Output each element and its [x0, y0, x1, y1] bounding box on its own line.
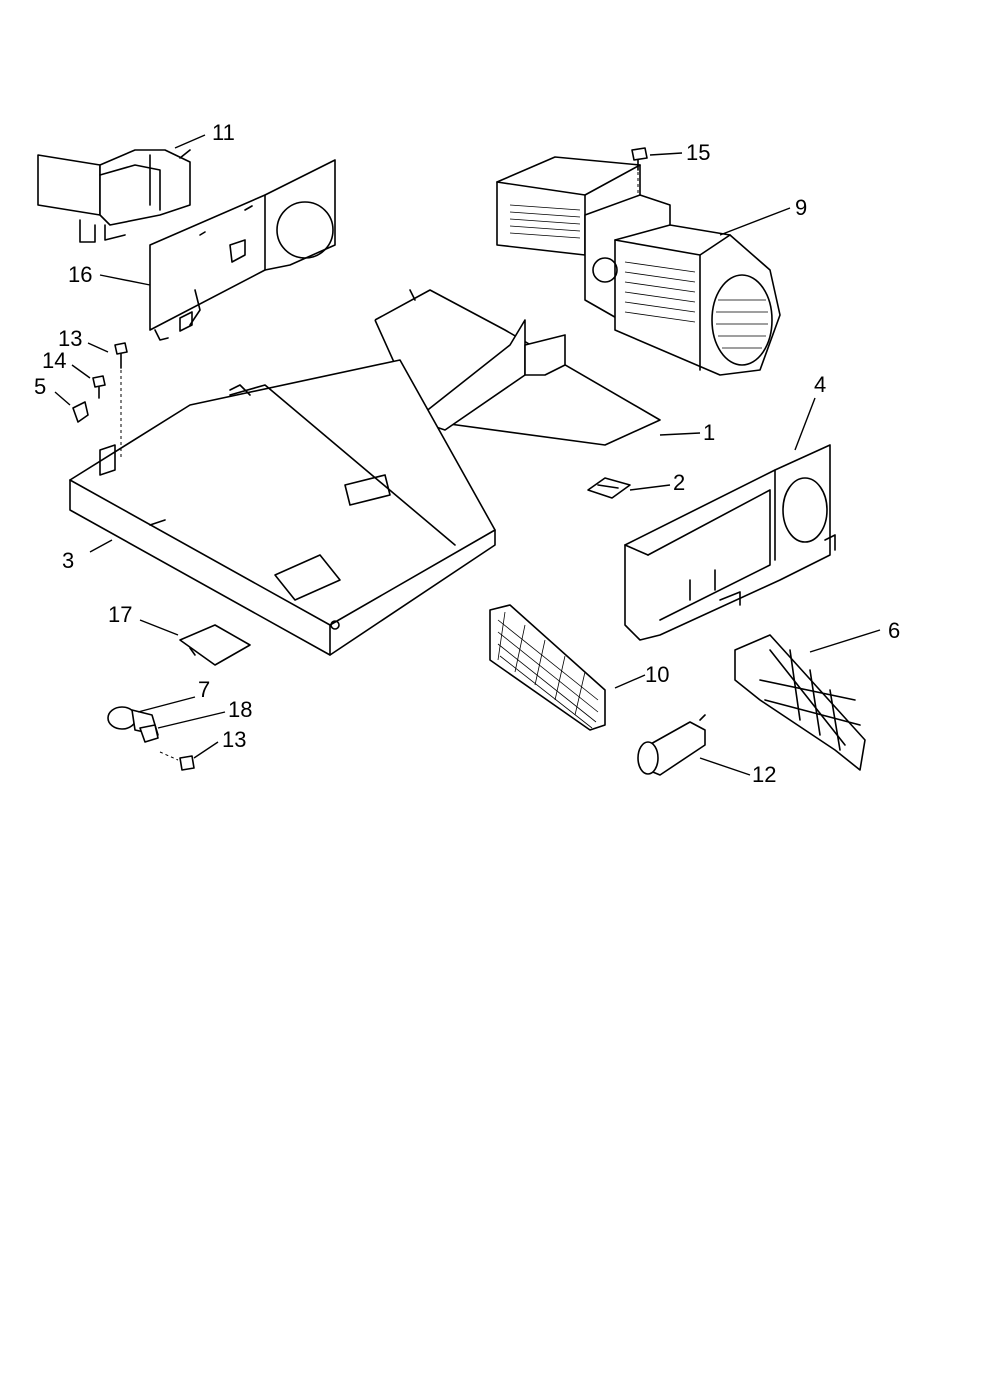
part-11-duct-shroud — [37, 149, 191, 243]
callout-5: 5 — [34, 374, 46, 399]
part-1-baffle-plate — [374, 289, 661, 446]
callout-16: 16 — [68, 262, 92, 287]
callout-13-upper: 13 — [58, 326, 82, 351]
callout-9: 9 — [795, 195, 807, 220]
callout-2: 2 — [673, 470, 685, 495]
leader-lines — [54, 134, 881, 776]
part-18-socket — [139, 724, 159, 743]
callout-18: 18 — [228, 697, 252, 722]
part-13-screw-lower — [159, 751, 195, 771]
part-9-blower-assembly — [496, 156, 781, 376]
callout-14: 14 — [42, 348, 66, 373]
callout-6: 6 — [888, 618, 900, 643]
part-16-side-plate — [149, 159, 336, 341]
callout-11: 11 — [212, 120, 235, 145]
callout-17: 17 — [108, 602, 132, 627]
part-5-clip — [72, 401, 89, 423]
callout-15: 15 — [686, 140, 710, 165]
part-6-filter-frame — [734, 634, 866, 771]
callout-10: 10 — [645, 662, 669, 687]
part-15-screw — [631, 147, 648, 195]
part-2-clip — [587, 477, 631, 499]
part-10-grille — [489, 604, 606, 731]
part-3-base-pan — [69, 359, 496, 656]
part-13-screw-upper — [114, 342, 128, 460]
part-17-cover-plate — [179, 624, 251, 666]
callout-7: 7 — [198, 677, 210, 702]
callout-1: 1 — [703, 420, 715, 445]
callout-13-lower: 13 — [222, 727, 246, 752]
part-14-screw — [92, 375, 106, 399]
callout-12: 12 — [752, 762, 776, 787]
part-4-frame — [624, 444, 836, 641]
callout-labels: 11 15 9 16 13 14 5 1 4 2 3 17 6 10 7 18 … — [34, 120, 900, 787]
callout-4: 4 — [814, 372, 826, 397]
part-7-lamp-bulb — [107, 706, 159, 736]
part-12-capacitor — [637, 714, 706, 776]
callout-3: 3 — [62, 548, 74, 573]
